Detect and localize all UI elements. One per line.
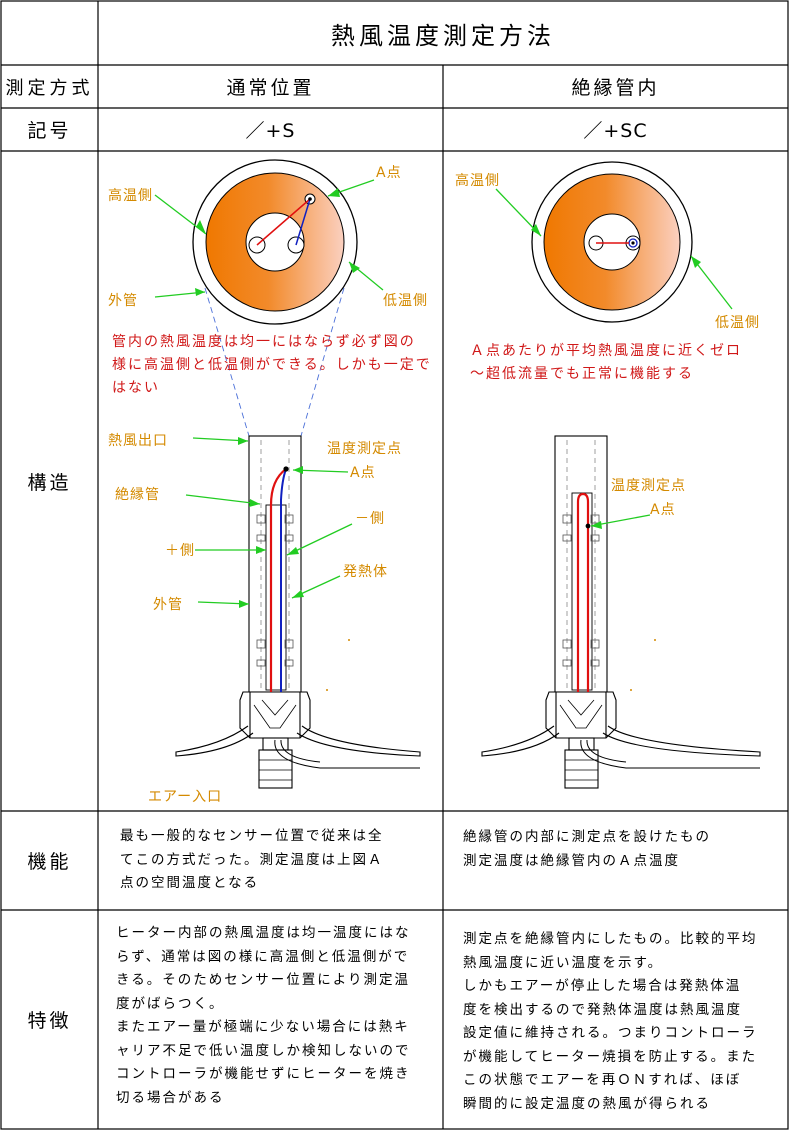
label-insulation-tube: 絶縁管 bbox=[115, 487, 160, 503]
feature-line: またエアー量が極端に少ない場合には熱キ bbox=[116, 1019, 410, 1035]
label-outer-tube: 外管 bbox=[153, 597, 183, 613]
col2-function: 絶縁管の内部に測定点を設けたもの 測定温度は絶縁管内のＡ点温度 bbox=[463, 826, 783, 873]
heater-drawing-standard bbox=[175, 435, 421, 789]
row-label-symbol: 記号 bbox=[27, 120, 72, 142]
feature-line: この状態でエアーを再ＯＮすれば、ほぼ bbox=[463, 1072, 742, 1088]
label-a-point-top: A点 bbox=[376, 165, 402, 181]
col1-note-line: 様に高温側と低温側ができる。しかも一定で bbox=[112, 357, 432, 373]
feature-line: きる。そのためセンサー位置により測定温 bbox=[116, 972, 410, 988]
cross-section-standard bbox=[192, 159, 358, 325]
dots bbox=[326, 639, 656, 691]
projection-lines bbox=[204, 287, 345, 437]
row-label-method: 測定方式 bbox=[5, 77, 94, 99]
col2-symbol: ／+SC bbox=[583, 120, 648, 142]
col1-note: 管内の熱風温度は均一にはならず必ず図の 様に高温側と低温側ができる。しかも一定で… bbox=[112, 331, 442, 400]
feature-line: らず、通常は図の様に高温側と低温側がで bbox=[116, 948, 410, 965]
feature-line: 度を検出するので発熱体温度は熱風温度 bbox=[463, 1001, 742, 1018]
col2-note: Ａ点あたりが平均熱風温度に近くゼロ ～超低流量でも正常に機能する bbox=[470, 340, 780, 386]
label-outer-tube-top: 外管 bbox=[108, 293, 138, 309]
label-minus-side: －側 bbox=[355, 511, 385, 527]
feature-line: 熱風温度に近い温度を示す。 bbox=[463, 954, 664, 971]
label-temp-point: 温度測定点 bbox=[327, 441, 402, 457]
heater-drawing-insulation bbox=[481, 435, 761, 789]
function-line: てこの方式だった。測定温度は上図Ａ bbox=[120, 851, 384, 868]
cross-section-insulation bbox=[531, 161, 693, 323]
col2-method: 絶縁管内 bbox=[571, 77, 660, 99]
leader-arrowheads bbox=[195, 188, 701, 608]
feature-line: 測定点を絶縁管内にしたもの。比較的平均 bbox=[463, 931, 758, 947]
feature-line: 度がばらつく。 bbox=[116, 995, 225, 1012]
function-line: 点の空間温度となる bbox=[120, 875, 260, 891]
label-high-side: 高温側 bbox=[108, 188, 153, 204]
feature-line: しかもエアーが停止した場合は発熱体温 bbox=[463, 978, 742, 994]
label-air-inlet: エアー入口 bbox=[148, 789, 223, 805]
function-line: 測定温度は絶縁管内のＡ点温度 bbox=[463, 852, 680, 869]
feature-line: ャリア不足で低い温度しか検知しないので bbox=[116, 1042, 411, 1059]
row-label-structure: 構造 bbox=[27, 471, 72, 494]
col1-function: 最も一般的なセンサー位置で従来は全 てこの方式だった。測定温度は上図Ａ 点の空間… bbox=[120, 825, 440, 896]
label-plus-side: ＋側 bbox=[165, 543, 195, 559]
function-line: 最も一般的なセンサー位置で従来は全 bbox=[120, 828, 384, 844]
function-line: 絶縁管の内部に測定点を設けたもの bbox=[463, 829, 711, 845]
col1-note-line: はない bbox=[112, 380, 160, 396]
row-label-feature: 特徴 bbox=[27, 1010, 72, 1032]
feature-line: が機能してヒーター焼損を防止する。また bbox=[463, 1048, 758, 1065]
col1-note-line: 管内の熱風温度は均一にはならず必ず図の bbox=[112, 334, 416, 350]
label-high-side-2: 高温側 bbox=[455, 173, 500, 189]
col2-feature: 測定点を絶縁管内にしたもの。比較的平均 熱風温度に近い温度を示す。 しかもエアー… bbox=[463, 928, 785, 1116]
feature-line: ヒーター内部の熱風温度は均一温度にはな bbox=[116, 925, 411, 941]
col1-symbol: ／+S bbox=[245, 120, 296, 142]
row-label-function: 機能 bbox=[27, 851, 72, 873]
label-low-side: 低温側 bbox=[383, 293, 428, 309]
label-low-side-2: 低温側 bbox=[715, 315, 760, 331]
label-heater: 発熱体 bbox=[343, 564, 388, 580]
col2-note-line: Ａ点あたりが平均熱風温度に近くゼロ bbox=[470, 343, 742, 359]
label-temp-point-2: 温度測定点 bbox=[611, 478, 686, 494]
label-hot-air-outlet: 熱風出口 bbox=[108, 433, 168, 449]
page-title: 熱風温度測定方法 bbox=[331, 21, 555, 50]
label-a-point: A点 bbox=[350, 465, 376, 481]
feature-line: コントローラが機能せずにヒーターを焼き bbox=[116, 1066, 411, 1082]
label-a-point-2: A点 bbox=[650, 502, 676, 518]
col1-method: 通常位置 bbox=[226, 77, 315, 99]
feature-line: 切る場合がある bbox=[116, 1089, 225, 1106]
col1-feature: ヒーター内部の熱風温度は均一温度にはな らず、通常は図の様に高温側と低温側がで … bbox=[116, 922, 441, 1110]
feature-line: 瞬間的に設定温度の熱風が得られる bbox=[463, 1095, 711, 1112]
feature-line: 設定値に維持される。つまりコントローラ bbox=[463, 1025, 758, 1041]
col2-note-line: ～超低流量でも正常に機能する bbox=[470, 366, 694, 382]
